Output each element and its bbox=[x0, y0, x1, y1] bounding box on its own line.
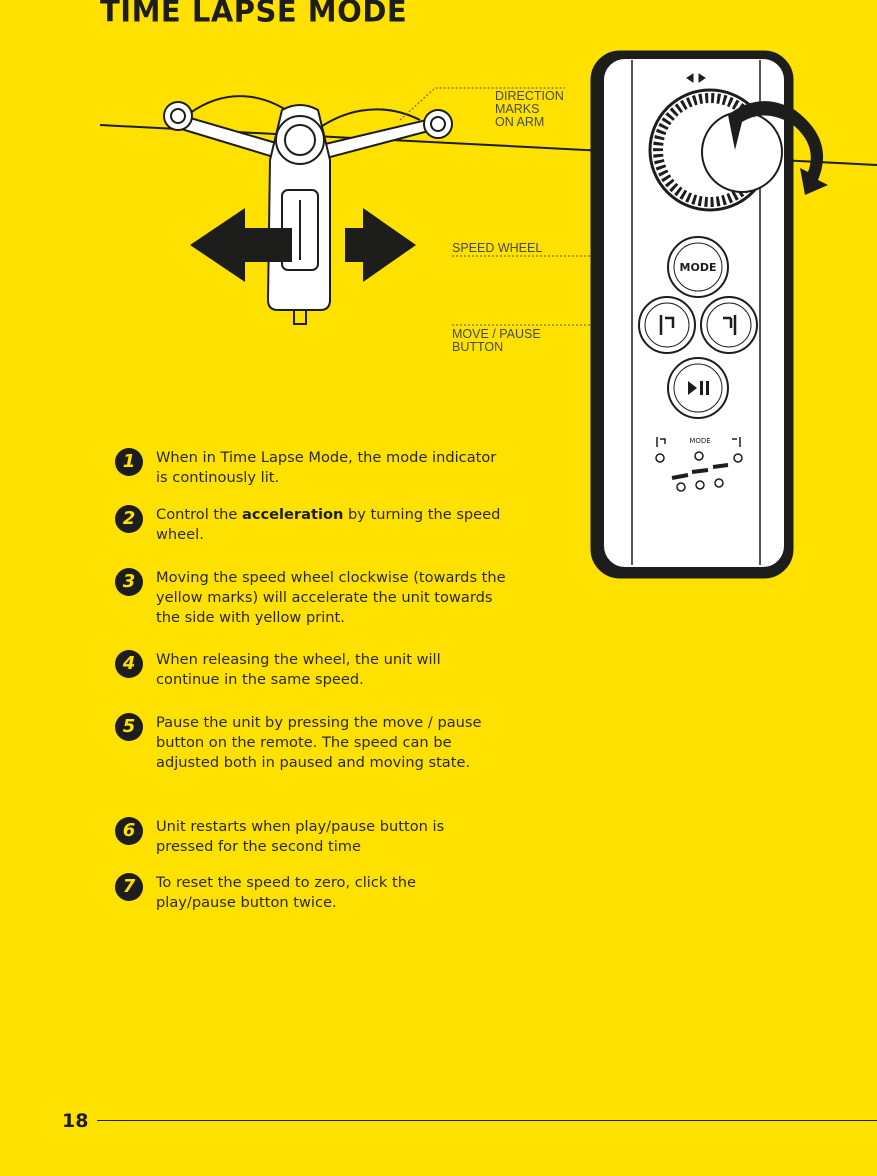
step-text: When in Time Lapse Mode, the mode indica… bbox=[156, 449, 497, 486]
page-title: TIME LAPSE MODE bbox=[100, 0, 408, 29]
step-number-badge: 3 bbox=[115, 568, 143, 596]
callout-direction-marks: DIRECTION MARKS ON ARM bbox=[495, 89, 564, 129]
step-text: To reset the speed to zero, click the pl… bbox=[156, 874, 416, 911]
step-number-badge: 2 bbox=[115, 505, 143, 533]
step-text: Moving the speed wheel clockwise (toward… bbox=[156, 569, 506, 626]
play-pause-button bbox=[667, 357, 729, 419]
page-number: 18 bbox=[62, 1110, 89, 1132]
step-text: Unit restarts when play/pause button is … bbox=[156, 818, 445, 855]
step-number-badge: 6 bbox=[115, 817, 143, 845]
step-number-badge: 7 bbox=[115, 873, 143, 901]
indicator-panel: MODE bbox=[655, 437, 743, 492]
step-text-emphasis: acceleration bbox=[241, 506, 344, 523]
step-text-part: Control the bbox=[156, 506, 242, 523]
step-text: Control the acceleration by turning the … bbox=[156, 505, 501, 545]
right-button bbox=[700, 296, 758, 354]
step-text-part: by turning the speed wheel. bbox=[156, 506, 501, 543]
arrow-right-icon bbox=[345, 208, 416, 282]
step-number-badge: 4 bbox=[115, 650, 143, 678]
rotate-clockwise-icon bbox=[728, 101, 828, 195]
footer-divider bbox=[97, 1120, 877, 1121]
callout-move-pause-button: MOVE / PAUSE BUTTON bbox=[452, 327, 541, 354]
step-text: Pause the unit by pressing the move / pa… bbox=[156, 714, 482, 771]
mode-indicator-label: MODE bbox=[689, 437, 710, 445]
step-text: When releasing the wheel, the unit will … bbox=[156, 651, 441, 688]
mode-button: MODE bbox=[667, 236, 729, 298]
dolly-unit bbox=[163, 95, 453, 325]
device-illustration: MODE MODE bbox=[99, 50, 877, 579]
mode-button-label: MODE bbox=[680, 261, 717, 274]
left-button bbox=[638, 296, 696, 354]
arrow-left-icon bbox=[190, 208, 292, 282]
step-number-badge: 1 bbox=[115, 448, 143, 476]
step-number-badge: 5 bbox=[115, 713, 143, 741]
callout-speed-wheel: SPEED WHEEL bbox=[452, 241, 543, 255]
